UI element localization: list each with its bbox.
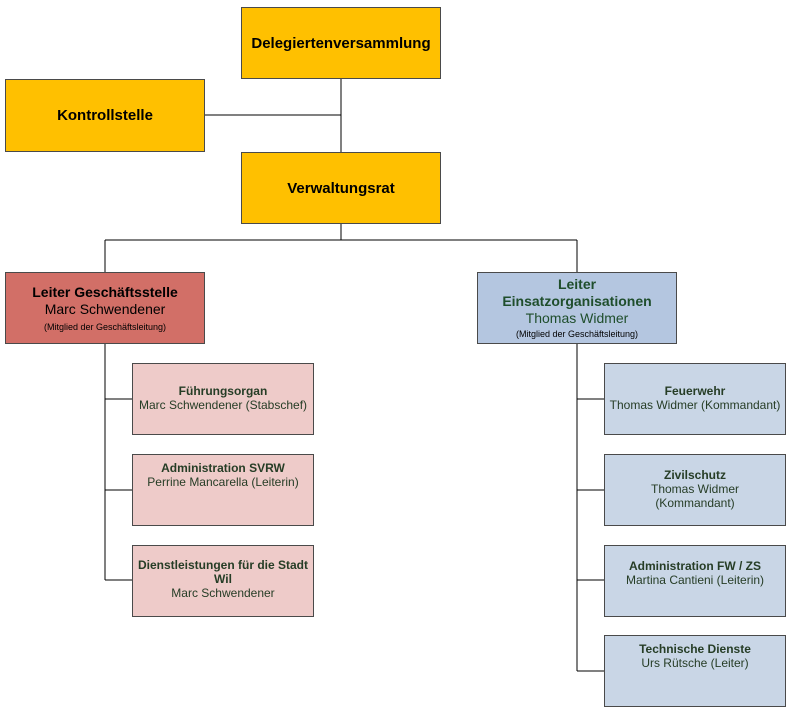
left-unit-2-title: Administration SVRW bbox=[161, 461, 285, 475]
right-unit-3-title: Administration FW / ZS bbox=[629, 559, 761, 573]
box-administration-svrw: Administration SVRW Perrine Mancarella (… bbox=[132, 454, 314, 526]
left-lead-name: Marc Schwendener bbox=[44, 300, 166, 317]
right-lead-note: (Mitglied der Geschäftsleitung) bbox=[515, 329, 639, 339]
box-dienstleistungen-stadt-wil: Dienstleistungen für die Stadt Wil Marc … bbox=[132, 545, 314, 617]
box-verwaltungsrat: Verwaltungsrat bbox=[241, 152, 441, 224]
box-administration-fw-zs: Administration FW / ZS Martina Cantieni … bbox=[604, 545, 786, 617]
left-unit-2-person: Perrine Mancarella (Leiterin) bbox=[147, 475, 299, 489]
right-unit-1-person: Thomas Widmer (Kommandant) bbox=[609, 398, 781, 412]
right-unit-2-person-line2: (Kommandant) bbox=[655, 496, 735, 510]
box-delegiertenversammlung: Delegiertenversammlung bbox=[241, 7, 441, 79]
right-unit-3-person: Martina Cantieni (Leiterin) bbox=[625, 573, 765, 587]
right-lead-title-line2: Einsatzorganisationen bbox=[502, 293, 652, 309]
box-leiter-einsatzorganisationen: Leiter Einsatzorganisationen Thomas Widm… bbox=[477, 272, 677, 344]
box-kontrollstelle: Kontrollstelle bbox=[5, 79, 205, 152]
right-lead-name: Thomas Widmer bbox=[525, 310, 629, 326]
box-leiter-geschaeftsstelle: Leiter Geschäftsstelle Marc Schwendener … bbox=[5, 272, 205, 344]
left-unit-3-title-line2: Wil bbox=[214, 572, 232, 586]
right-lead-title-line1: Leiter bbox=[557, 276, 597, 292]
box-technische-dienste: Technische Dienste Urs Rütsche (Leiter) bbox=[604, 635, 786, 707]
kontrollstelle-label: Kontrollstelle bbox=[57, 107, 153, 124]
left-lead-title: Leiter Geschäftsstelle bbox=[32, 283, 178, 300]
box-zivilschutz: Zivilschutz Thomas Widmer (Kommandant) bbox=[604, 454, 786, 526]
right-unit-1-title: Feuerwehr bbox=[664, 384, 726, 398]
right-unit-4-person: Urs Rütsche (Leiter) bbox=[641, 656, 749, 670]
left-lead-note: (Mitglied der Geschäftsleitung) bbox=[43, 321, 167, 332]
left-unit-1-person: Marc Schwendener (Stabschef) bbox=[138, 398, 308, 412]
left-unit-3-person: Marc Schwendener bbox=[171, 586, 275, 600]
verwaltungsrat-label: Verwaltungsrat bbox=[287, 179, 395, 197]
left-unit-1-title: Führungsorgan bbox=[178, 384, 268, 398]
box-feuerwehr: Feuerwehr Thomas Widmer (Kommandant) bbox=[604, 363, 786, 435]
right-unit-2-title: Zivilschutz bbox=[663, 468, 726, 482]
box-fuehrungsorgan: Führungsorgan Marc Schwendener (Stabsche… bbox=[132, 363, 314, 435]
right-unit-4-title: Technische Dienste bbox=[639, 642, 751, 656]
delegiertenversammlung-label: Delegiertenversammlung bbox=[251, 34, 431, 52]
left-unit-3-title-line1: Dienstleistungen für die Stadt bbox=[137, 558, 308, 572]
right-unit-2-person-line1: Thomas Widmer bbox=[650, 482, 739, 496]
